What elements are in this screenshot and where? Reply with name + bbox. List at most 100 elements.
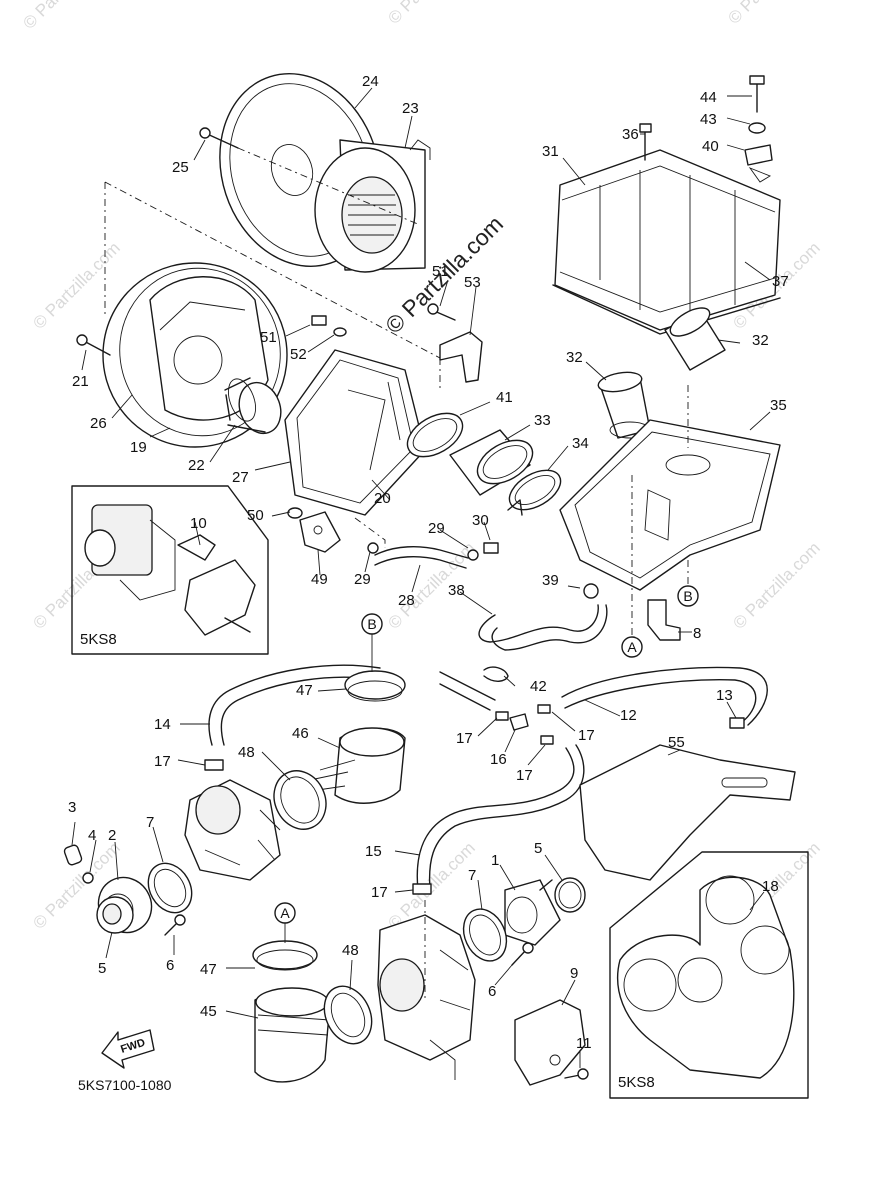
band-47b [252, 940, 318, 970]
part-number: 17 [371, 884, 388, 901]
part-number: 34 [572, 435, 589, 452]
plate-10 [177, 534, 216, 561]
part-number: 43 [700, 111, 717, 128]
diagram-code: 5KS7100-1080 [78, 1077, 172, 1093]
part-number: 18 [762, 878, 779, 895]
part-number: 36 [622, 126, 639, 143]
part-number: 26 [90, 415, 107, 432]
gasket-34 [508, 469, 562, 511]
part-number: 4 [88, 827, 96, 844]
part-number: 35 [770, 397, 787, 414]
screw-4 [82, 872, 94, 884]
clamp-17c [537, 704, 551, 714]
part-number: 48 [238, 744, 255, 761]
part-number: 33 [534, 412, 551, 429]
part-number: 14 [154, 716, 171, 733]
part-number: 51 [260, 329, 277, 346]
washer-52 [333, 327, 347, 337]
part-number: 7 [468, 867, 476, 884]
screw-11 [564, 1074, 581, 1079]
part-number: 32 [752, 332, 769, 349]
air-cleaner-case-19 [102, 262, 288, 448]
part-number: 44 [700, 89, 717, 106]
part-number: 28 [398, 592, 415, 609]
plug-30 [483, 542, 499, 554]
part-number: 23 [402, 100, 419, 117]
part-number: 19 [130, 439, 147, 456]
part-number: 3 [68, 799, 76, 816]
part-number: 45 [200, 1003, 217, 1020]
carburetor-lower [377, 914, 476, 1061]
part-number: 9 [570, 965, 578, 982]
part-number: 40 [702, 138, 719, 155]
part-number: 17 [578, 727, 595, 744]
case-27 [284, 349, 426, 516]
hose-28 [374, 546, 469, 559]
fwd-arrow: FWD [101, 1029, 155, 1069]
part-number: 29 [354, 571, 371, 588]
part-number: 32 [566, 349, 583, 366]
case-27-group [284, 303, 483, 516]
part-number: 8 [693, 625, 701, 642]
joint-16 [509, 713, 529, 731]
part-number: 17 [154, 753, 171, 770]
watermark-faint: © Partzilla.com [29, 238, 123, 332]
hose-38 [478, 604, 599, 643]
callout-letter-a: A [627, 639, 637, 655]
carburetor-group [63, 779, 589, 1086]
joint-group [406, 412, 562, 516]
cover-55 [579, 744, 796, 881]
callout-letter-b: B [683, 588, 692, 604]
part-number: 38 [448, 582, 465, 599]
band-47a [344, 670, 406, 700]
band-7a [147, 862, 193, 914]
part-number: 6 [488, 983, 496, 1000]
part-number: 55 [668, 734, 685, 751]
part-number: 5 [534, 840, 542, 857]
watermark-faint: © Partzilla.com [19, 0, 113, 33]
band-7b [462, 908, 508, 962]
cover-9 [514, 999, 586, 1086]
screw-6b [511, 949, 527, 966]
part-number: 47 [296, 682, 313, 699]
inset-label-right: 5KS8 [618, 1074, 655, 1091]
part-number: 10 [190, 515, 207, 532]
part-number: 12 [620, 707, 637, 724]
gasket-41 [406, 412, 464, 458]
o-ring-5b [554, 877, 586, 913]
joint-1 [504, 879, 561, 946]
clamp-29a [367, 542, 379, 554]
part-number: 15 [365, 843, 382, 860]
watermark-faint: © Partzilla.com [729, 538, 823, 632]
clamp-17e [412, 883, 432, 895]
part-number: 46 [292, 725, 309, 742]
callout-b-top [677, 585, 699, 607]
part-number: 30 [472, 512, 489, 529]
callout-letter-a: A [280, 905, 290, 921]
part-number: 22 [188, 457, 205, 474]
gasket-18 [616, 876, 795, 1079]
part-number: 17 [456, 730, 473, 747]
part-number: 1 [491, 852, 499, 869]
part-number: 13 [716, 687, 733, 704]
part-number: 6 [166, 957, 174, 974]
clamp-13 [729, 717, 745, 729]
clip-42 [483, 666, 509, 682]
pipe-42-link [439, 671, 496, 711]
clamp-17d [540, 735, 554, 745]
callout-a-top [621, 636, 643, 658]
inset-right-5KS8: 5KS8 [609, 851, 809, 1099]
part-number: 27 [232, 469, 249, 486]
hose-12 [561, 666, 768, 726]
part-number: 41 [496, 389, 513, 406]
band-48b [323, 985, 373, 1045]
part-number: 52 [290, 346, 307, 363]
part-number: 31 [542, 143, 559, 160]
damper-50 [287, 507, 303, 519]
part-number: 5 [98, 960, 106, 977]
part-number: 39 [542, 572, 559, 589]
part-number: 2 [108, 827, 116, 844]
clamp-29b [467, 549, 479, 561]
part-number: 25 [172, 159, 189, 176]
